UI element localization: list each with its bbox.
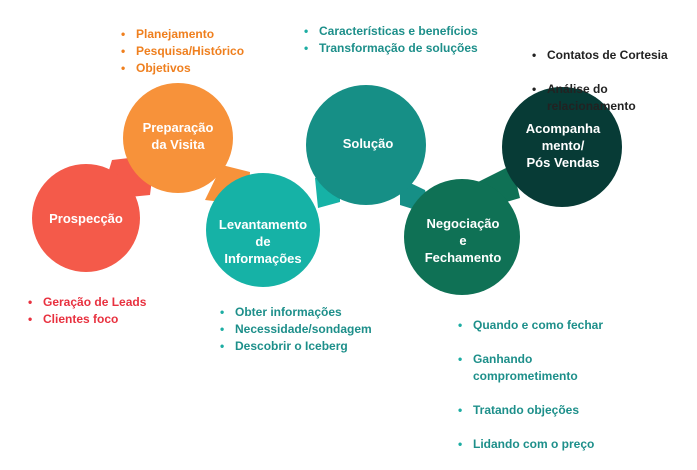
bullet-item: Características e benefícios — [301, 23, 478, 40]
bullet-item: Pesquisa/Histórico — [118, 43, 244, 60]
stage-circle-solucao — [306, 85, 426, 205]
stage-circle-negociacao — [404, 179, 520, 295]
bullets-prospeccao: Geração de Leads Clientes foco — [25, 294, 146, 328]
stage-label-preparacao: Preparação da Visita — [142, 120, 214, 152]
bullet-item: Geração de Leads — [25, 294, 146, 311]
bullet-item: Clientes foco — [25, 311, 146, 328]
stage-label-acompanhamento: Acompanha mento/ Pós Vendas — [525, 120, 601, 170]
stage-label-levantamento: Levantamento de Informações — [218, 216, 308, 266]
sales-process-diagram: Prospecção Preparação da Visita Levantam… — [0, 0, 697, 400]
bullets-negociacao: Quando e como fechar Ganhando comprometi… — [455, 300, 603, 470]
bullet-item: Tratando objeções — [455, 402, 603, 419]
stage-label-solucao: Solução — [342, 135, 394, 151]
bullet-item: Objetivos — [118, 60, 244, 77]
bullets-acompanhamento: Contatos de Cortesia Análise do relacion… — [529, 30, 668, 132]
bullet-item: Análise do relacionamento — [529, 81, 668, 115]
bullets-preparacao: Planejamento Pesquisa/Histórico Objetivo… — [118, 26, 244, 77]
bullet-item: Necessidade/sondagem — [217, 321, 372, 338]
bullet-item: Planejamento — [118, 26, 244, 43]
stage-circle-acompanhamento — [502, 87, 622, 207]
stage-circle-levantamento — [206, 173, 320, 287]
bullets-solucao: Características e benefícios Transformaç… — [301, 23, 478, 57]
stage-label-negociacao: Negociação e Fechamento — [424, 215, 502, 265]
process-shapes — [32, 83, 622, 295]
bullet-item: Ganhando comprometimento — [455, 351, 603, 385]
bullet-item: Obter informações — [217, 304, 372, 321]
bullets-levantamento: Obter informações Necessidade/sondagem D… — [217, 304, 372, 355]
stage-circle-prospeccao — [32, 164, 140, 272]
bullet-item: Lidando com o preço — [455, 436, 603, 453]
bullet-item: Contatos de Cortesia — [529, 47, 668, 64]
bullet-item: Quando e como fechar — [455, 317, 603, 334]
stage-label-prospeccao: Prospecção — [49, 210, 123, 226]
bullet-item: Transformação de soluções — [301, 40, 478, 57]
stage-circle-preparacao — [123, 83, 233, 193]
bullet-item: Descobrir o Iceberg — [217, 338, 372, 355]
